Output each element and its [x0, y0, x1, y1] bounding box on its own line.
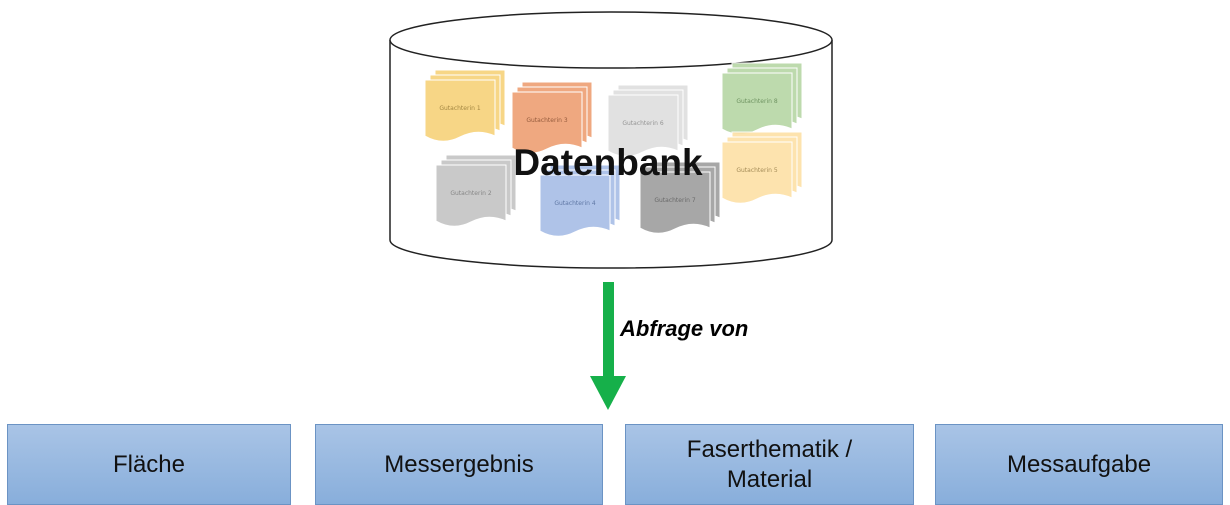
document-label: Gutachterin 2: [450, 190, 491, 197]
document-stack: Gutachterin 8: [721, 62, 803, 135]
document-sheet: [435, 164, 507, 227]
document-label: Gutachterin 1: [439, 105, 480, 112]
document-stack: Gutachterin 4: [539, 164, 621, 237]
category-label: Messergebnis: [384, 450, 534, 478]
arrow-shaft: [603, 282, 614, 377]
document-stack: Gutachterin 3: [511, 81, 593, 154]
document-stack: Gutachterin 6: [607, 84, 689, 157]
document-sheet: [721, 72, 793, 135]
category-messaufgabe: Messaufgabe: [935, 424, 1223, 505]
category-label-group: Faserthematik / Material: [687, 435, 852, 494]
category-label-line-1: Faserthematik /: [686, 436, 853, 464]
document-stacks: Gutachterin 1 Gutachterin 3 Gutachterin 6 G…: [424, 62, 803, 237]
category-messergebnis: Messergebnis: [315, 424, 603, 505]
document-stack: Gutachterin 5: [721, 131, 803, 204]
cylinder-top: [389, 11, 833, 69]
document-label: Gutachterin 7: [654, 197, 695, 204]
document-label: Gutachterin 8: [736, 98, 777, 105]
category-faserthematik-material: Faserthematik / Material: [625, 424, 914, 505]
arrow-head: [590, 376, 626, 410]
document-stack: Gutachterin 7: [639, 161, 721, 234]
category-label: Messaufgabe: [1006, 450, 1152, 478]
document-label: Gutachterin 4: [554, 200, 595, 207]
document-sheet: [721, 141, 793, 204]
document-stack: Gutachterin 1: [424, 69, 506, 142]
document-label: Gutachterin 3: [526, 117, 567, 124]
category-label: Fläche: [112, 450, 186, 478]
document-sheet: [511, 91, 583, 154]
category-flaeche: Fläche: [7, 424, 291, 505]
database-title: Datenbank: [513, 142, 703, 183]
document-sheet: [607, 94, 679, 157]
flow-label: Abfrage von: [620, 316, 749, 341]
document-label: Gutachterin 6: [622, 120, 663, 127]
document-label: Gutachterin 5: [736, 167, 777, 174]
document-sheet: [639, 171, 711, 234]
document-sheet: [539, 174, 611, 237]
document-sheet: [424, 79, 496, 142]
document-stack: Gutachterin 2: [435, 154, 517, 227]
query-arrow: [590, 282, 626, 410]
category-label-line-2: Material: [726, 465, 813, 493]
